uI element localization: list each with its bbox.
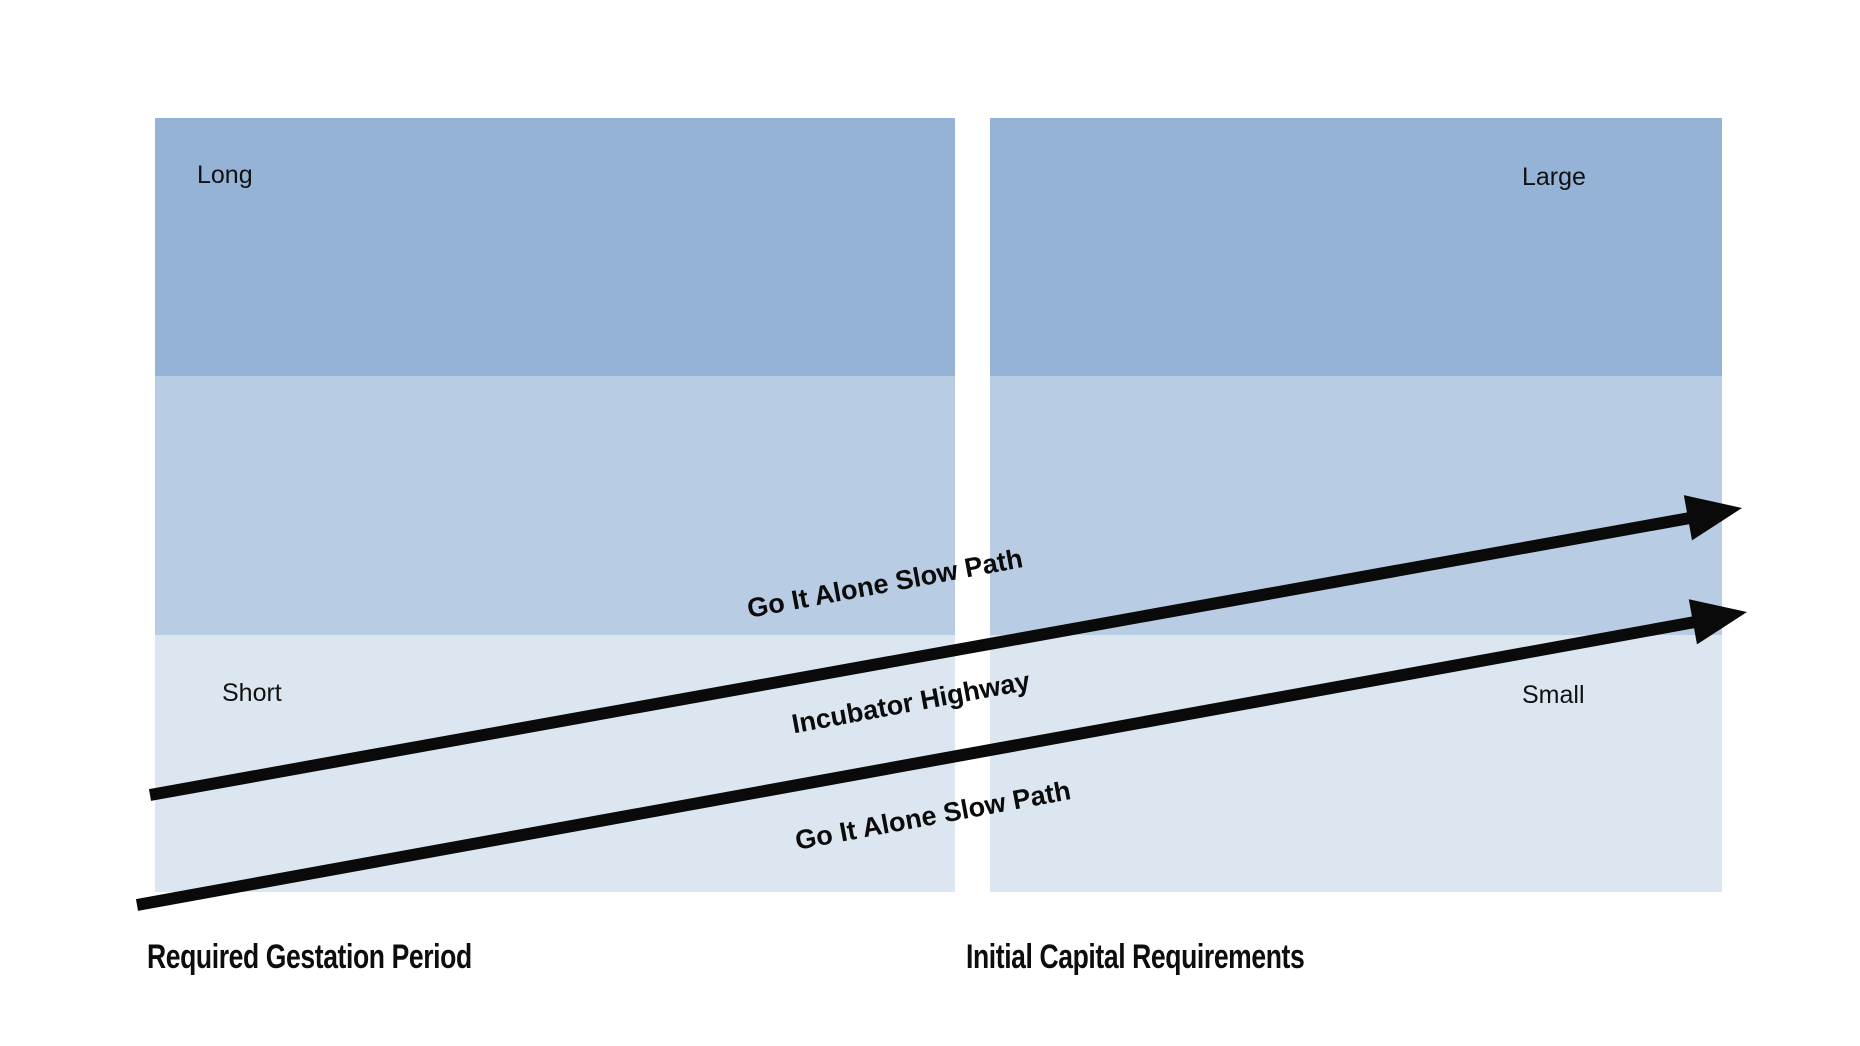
long-label: Long [197,161,253,189]
gestation-title: Required Gestation Period [147,938,472,976]
gestation-band-long [155,118,955,376]
short-label: Short [222,679,282,707]
small-label: Small [1522,681,1585,709]
capital-band-small [990,635,1722,892]
capital-panel [990,118,1722,892]
large-label: Large [1522,163,1586,191]
capital-title: Initial Capital Requirements [966,938,1305,976]
capital-band-large [990,118,1722,376]
gestation-panel [155,118,955,892]
capital-band-medium [990,376,1722,635]
gestation-band-short [155,635,955,892]
